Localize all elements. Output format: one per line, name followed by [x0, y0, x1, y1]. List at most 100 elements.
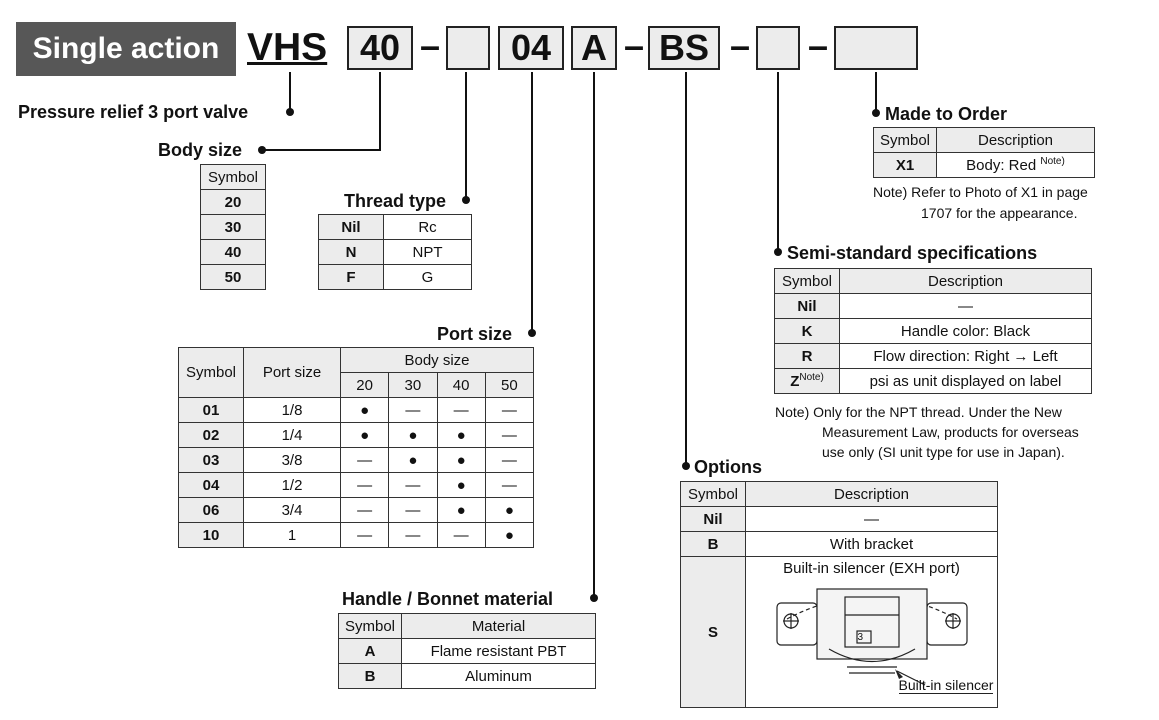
options-title: Options — [694, 457, 762, 477]
table-cell: N — [318, 239, 384, 265]
dash: – — [808, 25, 829, 66]
table-cell: 04 — [178, 472, 244, 498]
silencer-figure: 3 Built-in silencer — [747, 579, 997, 699]
table-cell: 20 — [200, 189, 266, 215]
semi-standard-code-box — [756, 26, 800, 70]
material-header: Material — [401, 613, 596, 639]
table-cell: 01 — [178, 397, 244, 423]
handle-material-title: Handle / Bonnet material — [342, 589, 554, 609]
table-cell: — — [339, 497, 390, 523]
table-cell: R — [774, 343, 840, 369]
table-cell: S — [680, 556, 746, 708]
table-cell: 10 — [178, 522, 244, 548]
thread-type-title: Thread type — [344, 191, 447, 211]
table-cell: B — [680, 531, 746, 557]
table-cell: — — [484, 422, 535, 448]
semi-standard-note-1: Note) Only for the NPT thread. Under the… — [775, 404, 1062, 420]
description-header: Description — [936, 127, 1095, 153]
table-cell: — — [339, 447, 390, 473]
port-size-title: Port size — [437, 324, 513, 344]
table-cell: — — [339, 472, 390, 498]
symbol-header: Symbol — [178, 347, 244, 398]
table-cell: NPT — [383, 239, 472, 265]
thread-code-box — [446, 26, 490, 70]
table-cell: ● — [339, 397, 390, 423]
material-code-box: A — [571, 26, 617, 70]
table-cell: 50 — [200, 264, 266, 290]
dash: – — [730, 25, 751, 66]
table-cell: 30 — [200, 214, 266, 240]
table-cell: Flow direction: Right → Left — [839, 343, 1092, 369]
table-cell: — — [388, 397, 438, 423]
silencer-diagram-icon — [775, 588, 968, 686]
table-cell: ● — [484, 522, 535, 548]
table-cell: ● — [388, 447, 438, 473]
pressure-relief-label: Pressure relief 3 port valve — [18, 102, 249, 122]
table-cell: — — [339, 522, 390, 548]
table-cell: B — [338, 663, 402, 689]
body-size-col: 40 — [436, 372, 486, 398]
table-cell: With bracket — [745, 531, 998, 557]
table-cell: K — [774, 318, 840, 344]
made-to-order-note-1: Note) Refer to Photo of X1 in page — [873, 184, 1088, 200]
table-cell: F — [318, 264, 384, 290]
port-code-box: 04 — [498, 26, 564, 70]
table-cell: Flame resistant PBT — [401, 638, 596, 664]
option-code-box: BS — [648, 26, 720, 70]
description-header: Description — [839, 268, 1092, 294]
symbol-header: Symbol — [338, 613, 402, 639]
silencer-description: Built-in silencer (EXH port) — [783, 560, 960, 577]
table-cell: ● — [484, 497, 535, 523]
table-cell: — — [388, 497, 438, 523]
single-action-badge: Single action — [16, 22, 236, 76]
table-cell: ● — [436, 447, 486, 473]
table-cell: — — [388, 472, 438, 498]
table-cell: ● — [436, 472, 486, 498]
symbol-header: Symbol — [774, 268, 840, 294]
table-cell: 3/4 — [243, 497, 341, 523]
table-cell: 06 — [178, 497, 244, 523]
body-size-table: Symbol 20 30 40 50 — [200, 164, 266, 290]
table-cell: ● — [339, 422, 390, 448]
table-cell: — — [388, 522, 438, 548]
table-cell: — — [436, 397, 486, 423]
description-header: Description — [745, 481, 998, 507]
silencer-cell: Built-in silencer (EXH port) — [745, 556, 998, 708]
body-size-title: Body size — [158, 140, 243, 160]
table-cell: Nil — [318, 214, 384, 240]
table-cell: — — [484, 472, 535, 498]
port-size-header: Port size — [243, 347, 341, 398]
semi-standard-note-3: use only (SI unit type for use in Japan)… — [822, 444, 1065, 460]
made-to-order-note-2: 1707 for the appearance. — [921, 205, 1078, 221]
table-cell: X1 — [873, 152, 937, 178]
table-cell: — — [484, 447, 535, 473]
model-prefix: VHS — [247, 26, 328, 69]
body-size-header: Body size — [340, 347, 534, 373]
table-cell: 03 — [178, 447, 244, 473]
table-cell: 1/8 — [243, 397, 341, 423]
body-size-col: 30 — [388, 372, 438, 398]
symbol-header: Symbol — [680, 481, 746, 507]
table-cell: ● — [436, 497, 486, 523]
dash: – — [624, 25, 645, 66]
table-cell: 1/4 — [243, 422, 341, 448]
symbol-header: Symbol — [200, 164, 266, 190]
table-cell: — — [436, 522, 486, 548]
table-cell: 3/8 — [243, 447, 341, 473]
table-cell: Body: Red Note) — [936, 152, 1095, 178]
semi-standard-note-2: Measurement Law, products for overseas — [822, 424, 1079, 440]
symbol-header: Symbol — [873, 127, 937, 153]
table-cell: 1 — [243, 522, 341, 548]
body-size-col: 50 — [484, 372, 535, 398]
table-cell: — — [484, 397, 535, 423]
figure-number: 3 — [857, 632, 864, 643]
dash: – — [420, 25, 441, 66]
